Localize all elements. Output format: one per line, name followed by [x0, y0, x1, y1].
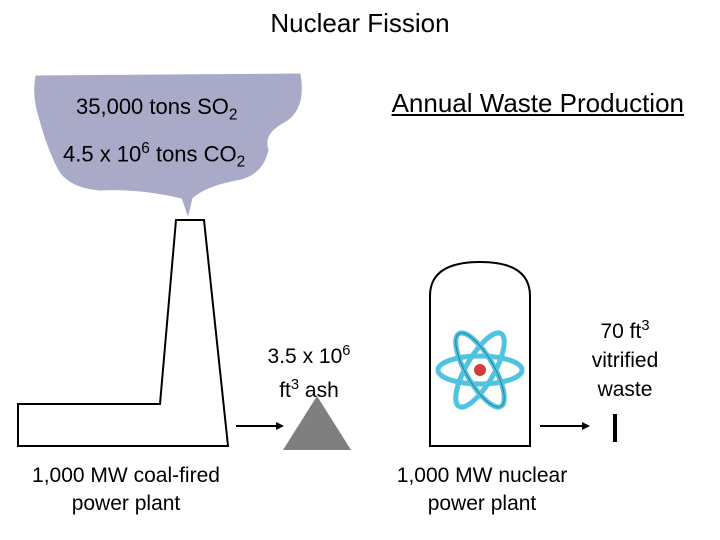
vitrified-waste-block	[613, 414, 617, 442]
atom-icon	[435, 330, 525, 410]
coal-plant-outline	[17, 219, 230, 447]
ash-pile	[283, 396, 351, 450]
nuclear-plant-label: 1,000 MW nuclear power plant	[396, 464, 568, 515]
nuclear-plant-outline	[429, 260, 531, 447]
smoke-cloud	[34, 73, 302, 217]
right-arrow-icon	[540, 422, 590, 430]
coal-plant-label: 1,000 MW coal-fired power plant	[32, 464, 220, 515]
ash-quantity-label: 3.5 x 106 ft3 ash	[267, 343, 351, 402]
annual-waste-heading: Annual Waste Production	[391, 88, 684, 118]
vitrified-waste-label: 70 ft3 vitrified waste	[591, 318, 659, 401]
co2-emission-label: 4.5 x 106 tons CO2	[63, 140, 246, 171]
so2-emission-label: 35,000 tons SO2	[76, 94, 238, 124]
right-arrow-icon	[236, 422, 284, 430]
page-title: Nuclear Fission	[270, 8, 450, 38]
